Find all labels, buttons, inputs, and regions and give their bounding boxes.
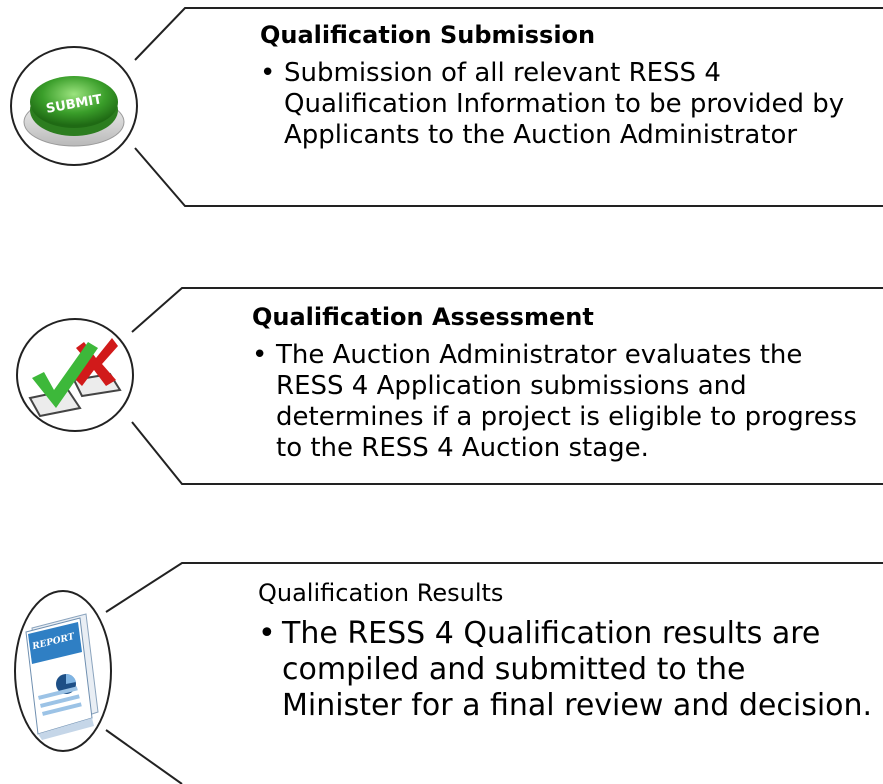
checkbox-tick-cross-icon	[16, 318, 134, 432]
step-title: Qualification Submission	[260, 21, 596, 49]
step-title: Qualification Assessment	[252, 303, 594, 331]
step-qualification-results: Qualification Results • The RESS 4 Quali…	[258, 578, 873, 724]
submit-button-icon: SUBMIT	[10, 46, 138, 166]
report-document-icon: REPORT	[14, 590, 112, 752]
step-bullet: • The Auction Administrator evaluates th…	[252, 340, 872, 464]
step-qualification-submission: Qualification Submission • Submission of…	[260, 20, 870, 151]
callout-frame-3	[105, 562, 883, 784]
bullet-dot: •	[252, 340, 268, 370]
callout-frame-2	[131, 287, 883, 485]
bullet-dot: •	[258, 616, 276, 651]
step-bullet: • Submission of all relevant RESS 4 Qual…	[260, 58, 870, 151]
step-description: The Auction Administrator evaluates the …	[276, 340, 857, 463]
step-description: Submission of all relevant RESS 4 Qualif…	[284, 58, 845, 150]
callout-frame-1	[134, 7, 883, 207]
step-description: The RESS 4 Qualification results are com…	[282, 616, 873, 723]
step-title: Qualification Results	[258, 579, 504, 607]
step-bullet: • The RESS 4 Qualification results are c…	[258, 616, 873, 724]
step-qualification-assessment: Qualification Assessment • The Auction A…	[252, 302, 872, 464]
bullet-dot: •	[260, 58, 276, 88]
